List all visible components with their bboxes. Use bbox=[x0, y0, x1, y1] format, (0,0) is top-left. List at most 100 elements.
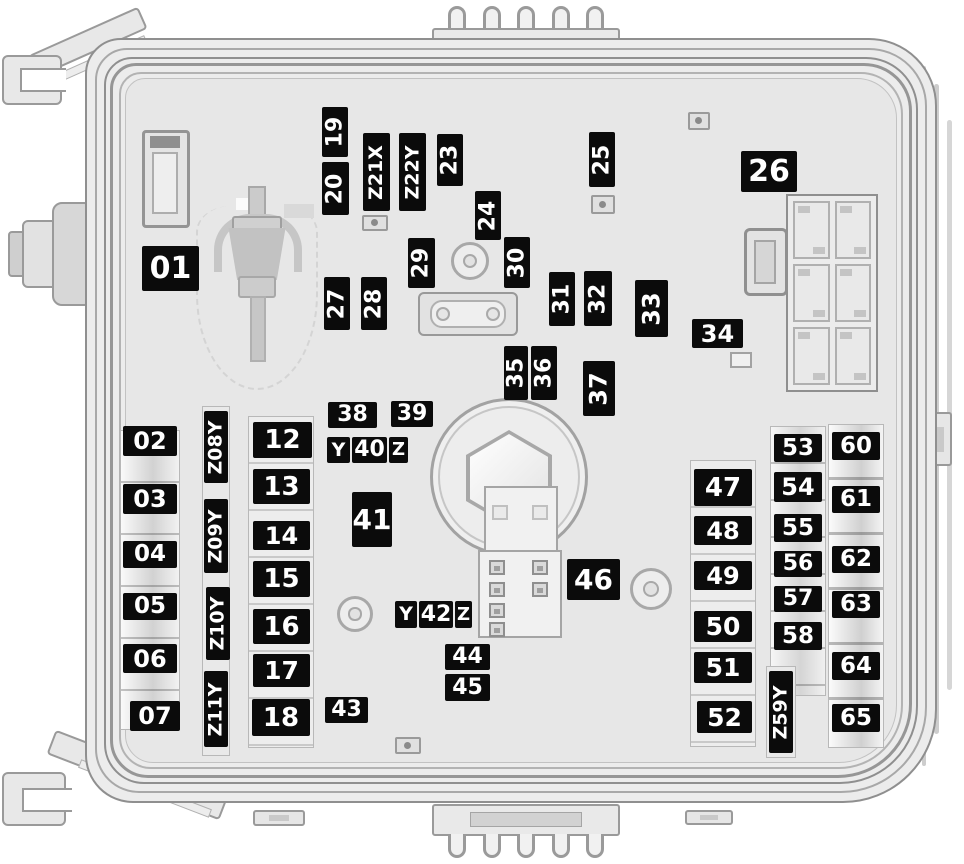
fuse-strip-left bbox=[120, 430, 180, 730]
fuse-label-text: 25 bbox=[589, 144, 614, 175]
fuse-label-38: 38 bbox=[328, 402, 377, 428]
fuse-label-57: 57 bbox=[774, 586, 822, 612]
fuse-label-text: 60 bbox=[839, 432, 872, 459]
fuse-label-19: 19 bbox=[322, 107, 348, 157]
fuse-label-text: 05 bbox=[133, 593, 166, 619]
fuse-label-46: 46 bbox=[567, 559, 620, 600]
fuse-label-text: Z09Y bbox=[204, 509, 227, 563]
relay-socket bbox=[834, 264, 871, 322]
fuse-label-text: Z10Y bbox=[206, 596, 229, 651]
fuse-label-28: 28 bbox=[361, 277, 387, 330]
fuse-label-64: 64 bbox=[832, 652, 880, 680]
fuse-label-53: 53 bbox=[774, 434, 822, 462]
fuse-label-z22y: Z22Y bbox=[399, 133, 426, 211]
screw bbox=[395, 737, 421, 754]
fuse-label-text: 32 bbox=[585, 283, 610, 314]
fuse-label-text: 53 bbox=[781, 434, 814, 461]
fuse-label-36: 36 bbox=[531, 346, 557, 400]
connector-pin bbox=[532, 582, 548, 597]
fuse-label-42z: Z bbox=[455, 601, 472, 628]
fuse-label-48: 48 bbox=[694, 516, 752, 545]
fuse-label-text: 27 bbox=[324, 288, 349, 319]
fuse-label-z59y: Z59Y bbox=[769, 671, 793, 753]
edge-latch bbox=[685, 810, 733, 825]
clip-bottom-bar bbox=[470, 812, 582, 827]
connector-socket bbox=[492, 505, 508, 520]
fuse-label-text: 64 bbox=[839, 652, 872, 679]
mount-hook-bottom-left-notch bbox=[22, 788, 72, 812]
edge-latch bbox=[253, 810, 305, 826]
fuse-label-05: 05 bbox=[123, 593, 177, 620]
fuse-label-text: 38 bbox=[337, 402, 368, 427]
fuse-label-text: 28 bbox=[361, 288, 386, 319]
fuse-label-text: 56 bbox=[782, 551, 814, 576]
fuse-label-text: 46 bbox=[574, 562, 613, 596]
fuse-label-text: 18 bbox=[262, 702, 300, 733]
fuse-label-03: 03 bbox=[123, 484, 177, 514]
fuse-label-text: Z22Y bbox=[401, 145, 424, 199]
fuse-label-text: Z bbox=[391, 439, 406, 460]
fuse-label-text: 31 bbox=[549, 283, 574, 315]
clip-tooth bbox=[551, 834, 570, 858]
enclosure-rim bbox=[110, 63, 912, 778]
grommet bbox=[451, 242, 489, 280]
fuse-label-17: 17 bbox=[253, 654, 310, 687]
fuse-element-pin bbox=[436, 307, 450, 321]
relay-block bbox=[786, 194, 878, 392]
fuse-label-text: 30 bbox=[504, 247, 529, 278]
fuse-label-43: 43 bbox=[325, 697, 368, 723]
connector-pin bbox=[489, 582, 505, 597]
relay-socket bbox=[793, 201, 830, 259]
fuse-label-text: 37 bbox=[585, 371, 613, 406]
valve-highlight2 bbox=[284, 204, 314, 218]
fuse-label-text: Z bbox=[456, 603, 471, 625]
fuse-label-39: 39 bbox=[391, 401, 433, 427]
enclosure-rim bbox=[95, 48, 927, 793]
fuse-label-text: 17 bbox=[264, 656, 299, 685]
fuse-label-text: 55 bbox=[781, 514, 814, 541]
fuse-label-text: 03 bbox=[133, 485, 167, 513]
fuse-label-text: 34 bbox=[700, 319, 735, 348]
fuse-label-text: 13 bbox=[263, 471, 300, 502]
valve-stem-bottom bbox=[250, 296, 266, 362]
connector-pin bbox=[532, 560, 548, 575]
fuse-label-61: 61 bbox=[832, 486, 880, 513]
fuse-label-23: 23 bbox=[437, 134, 463, 186]
fuse-label-40y: Y bbox=[327, 437, 350, 463]
enclosure-rim bbox=[119, 72, 903, 769]
fuse-element-pin bbox=[486, 307, 500, 321]
fuse-label-35: 35 bbox=[503, 346, 528, 400]
connector-pin bbox=[489, 560, 505, 575]
enclosure-rim bbox=[104, 57, 918, 784]
relay-socket bbox=[793, 327, 830, 385]
fuse-label-text: 58 bbox=[781, 622, 814, 649]
fuse-label-text: 47 bbox=[704, 472, 742, 503]
fuse-label-text: 06 bbox=[133, 644, 167, 673]
fuse-label-37: 37 bbox=[583, 361, 615, 416]
valve-body bbox=[228, 228, 286, 280]
fuse-label-text: 48 bbox=[706, 516, 740, 545]
fuse-label-text: 23 bbox=[437, 144, 462, 176]
relay-socket bbox=[834, 327, 871, 385]
fuse-label-14: 14 bbox=[253, 521, 310, 550]
connector-socket bbox=[532, 505, 548, 520]
fuse-label-33: 33 bbox=[635, 280, 668, 337]
fuse-label-44: 44 bbox=[445, 644, 490, 670]
fuse-label-32: 32 bbox=[584, 271, 612, 326]
small-window bbox=[730, 352, 752, 368]
fuse-label-20: 20 bbox=[322, 162, 349, 215]
grommet-hole bbox=[348, 607, 362, 621]
relay-connector-slot bbox=[754, 240, 776, 284]
fuse-label-text: 15 bbox=[263, 564, 300, 594]
screw bbox=[688, 112, 710, 130]
fuse-label-text: Z21X bbox=[365, 144, 387, 200]
fuse-label-04: 04 bbox=[123, 541, 177, 568]
fuse-label-text: 45 bbox=[452, 674, 483, 700]
grommet-hole bbox=[643, 581, 659, 597]
fuse-label-text: 01 bbox=[149, 250, 192, 286]
connector-pin bbox=[489, 603, 505, 618]
fuse-label-29: 29 bbox=[408, 238, 435, 288]
fuse-label-text: 50 bbox=[705, 612, 741, 641]
fuse-label-z10y: Z10Y bbox=[206, 587, 230, 660]
